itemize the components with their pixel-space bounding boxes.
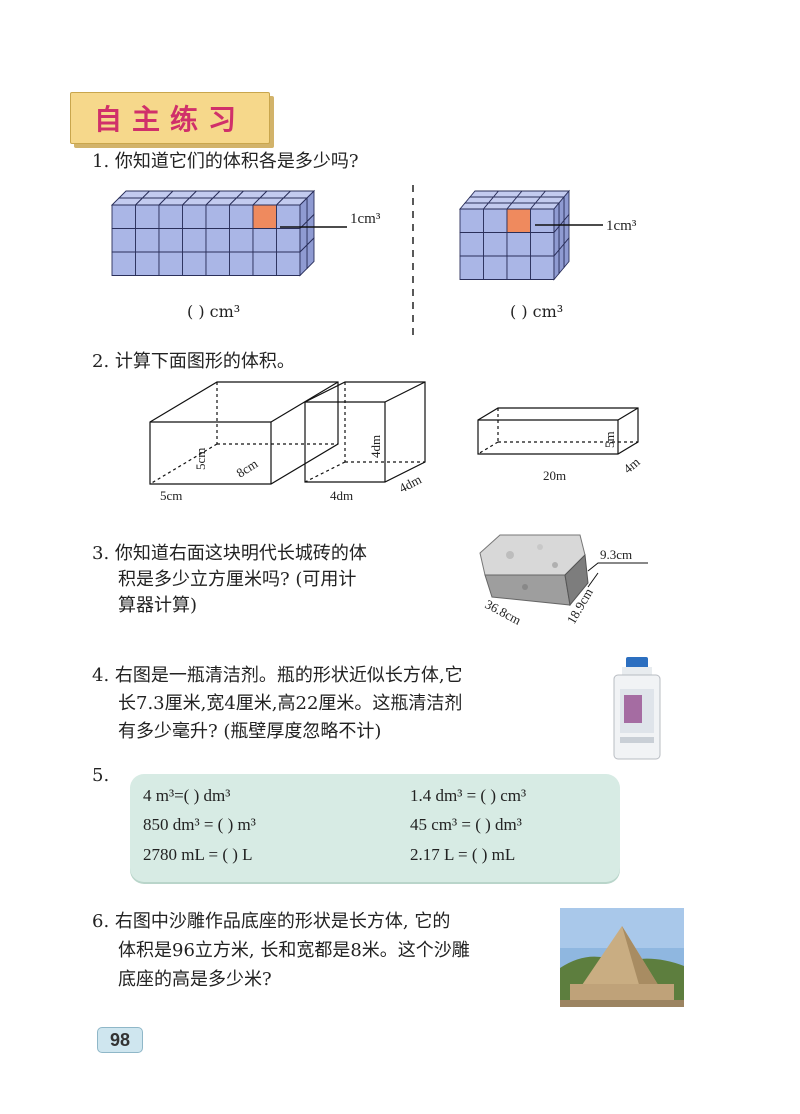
cube-side-face — [558, 242, 565, 275]
cube-front-face — [506, 208, 531, 233]
cube-front-face — [182, 228, 207, 253]
cube-front-face — [506, 255, 531, 280]
question-6-line-3: 底座的高是多少米? — [118, 969, 272, 990]
question-4-line-2: 长7.3厘米,宽4厘米,高22厘米。这瓶清洁剂 — [118, 693, 463, 714]
cube-front-face — [205, 204, 230, 229]
cuboid-1-height: 5cm — [193, 448, 208, 470]
q2-cuboid-figures: 5cm 8cm 5cm 4dm 4dm 4dm 5m 20m 4m — [149, 381, 643, 503]
brick-length-label: 36.8cm — [483, 596, 524, 627]
sculpture-base — [570, 984, 674, 1002]
cuboid-3-width: 4m — [620, 454, 642, 476]
cuboid-2-width: 4dm — [330, 488, 353, 503]
conversion-item-5: 2780 mL = ( ) L — [143, 845, 253, 864]
cube-front-face — [530, 232, 555, 257]
question-6-line-2: 体积是96立方米, 长和宽都是8米。这个沙雕 — [118, 940, 470, 961]
cuboid-1 — [149, 381, 339, 485]
cube-front-face — [252, 251, 277, 276]
cube-front-face — [459, 208, 484, 233]
question-4-line-3: 有多少毫升? (瓶壁厚度忽略不计) — [118, 721, 382, 742]
cube-front-face — [276, 251, 301, 276]
question-3-line-1: 3. 你知道右面这块明代长城砖的体 — [92, 543, 367, 564]
label-left: 1cm³ — [350, 211, 381, 227]
cube-front-face — [158, 228, 183, 253]
question-6-line-1: 6. 右图中沙雕作品底座的形状是长方体, 它的 — [92, 911, 451, 932]
cube-front-face — [506, 232, 531, 257]
cube-front-face — [158, 204, 183, 229]
cube-front-face — [252, 228, 277, 253]
question-3-line-2: 积是多少立方厘米吗? (可用计 — [118, 569, 357, 590]
conversion-item-4: 45 cm³ = ( ) dm³ — [410, 815, 522, 834]
conversion-panel — [130, 774, 620, 882]
conversion-item-2: 1.4 dm³ = ( ) cm³ — [410, 786, 527, 805]
cube-front-face — [483, 255, 508, 280]
cube-front-face — [182, 251, 207, 276]
conversion-item-1: 4 m³=( ) dm³ — [143, 786, 231, 805]
cube-front-face — [135, 204, 160, 229]
section-heading: 自主练习 — [70, 92, 270, 144]
question-2-text: 2. 计算下面图形的体积。 — [92, 351, 295, 372]
cuboid-2-height: 4dm — [368, 435, 383, 458]
cube-front-face — [111, 228, 136, 253]
cube-block-right — [459, 189, 570, 281]
question-1-text: 1. 你知道它们的体积各是多少吗? — [92, 151, 359, 172]
cube-front-face — [205, 228, 230, 253]
question-5-number: 5. — [92, 765, 110, 786]
cuboid-3-height: 5m — [602, 431, 617, 448]
cube-side-face — [299, 243, 308, 277]
cube-front-face — [530, 255, 555, 280]
detergent-bottle-image — [613, 657, 661, 760]
cube-block-left — [110, 189, 316, 277]
answer-blank-left: ( ) cm³ — [187, 302, 241, 321]
brick-top-face — [479, 534, 586, 576]
cube-front-face — [229, 228, 254, 253]
cube-front-face — [483, 208, 508, 233]
cube-front-face — [252, 204, 277, 229]
cuboid-3 — [477, 407, 639, 455]
cuboid-1-length: 8cm — [233, 456, 260, 481]
conversion-item-6: 2.17 L = ( ) mL — [410, 845, 516, 864]
brick-side-face — [564, 553, 589, 607]
cube-front-face — [530, 208, 555, 233]
brick-height-label: 9.3cm — [600, 547, 632, 562]
cube-front-face — [182, 204, 207, 229]
page-number: 98 — [97, 1027, 143, 1053]
cube-front-face — [483, 232, 508, 257]
conversion-item-3: 850 dm³ = ( ) m³ — [143, 815, 256, 834]
cube-front-face — [111, 204, 136, 229]
question-4-line-1: 4. 右图是一瓶清洁剂。瓶的形状近似长方体,它 — [92, 665, 463, 686]
sand-sculpture-image — [560, 908, 684, 1007]
cube-side-face — [553, 248, 560, 281]
cube-side-face — [563, 236, 570, 269]
cuboid-3-length: 20m — [543, 468, 566, 483]
q1-cube-figures: 1cm³ 1cm³ — [110, 185, 637, 335]
cube-front-face — [158, 251, 183, 276]
bottle-cap — [626, 657, 648, 669]
cube-front-face — [276, 204, 301, 229]
section-title: 自主练习 — [93, 103, 246, 136]
question-3-line-3: 算器计算) — [118, 595, 198, 616]
cube-front-face — [111, 251, 136, 276]
cube-front-face — [459, 255, 484, 280]
brick-figure: 9.3cm 36.8cm 18.9cm — [479, 534, 648, 628]
cube-front-face — [276, 228, 301, 253]
answer-blank-right: ( ) cm³ — [510, 302, 564, 321]
cube-front-face — [135, 228, 160, 253]
cube-front-face — [205, 251, 230, 276]
cube-front-face — [229, 251, 254, 276]
label-right: 1cm³ — [606, 218, 637, 234]
cube-front-face — [459, 232, 484, 257]
cuboid-1-width: 5cm — [160, 488, 182, 503]
cube-front-face — [229, 204, 254, 229]
cuboid-2 — [304, 381, 426, 483]
cuboid-2-depth: 4dm — [396, 472, 423, 496]
cube-front-face — [135, 251, 160, 276]
